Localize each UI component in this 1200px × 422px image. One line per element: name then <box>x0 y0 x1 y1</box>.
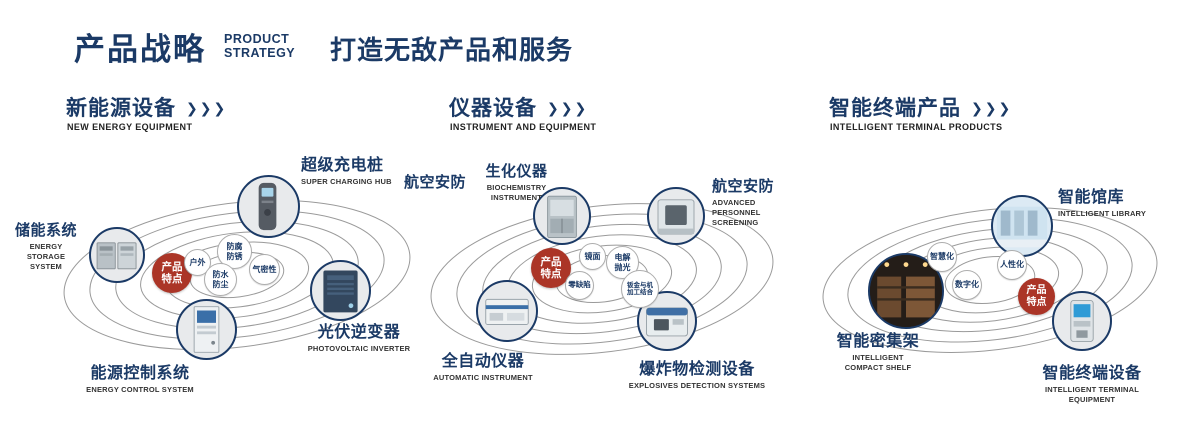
intelligent-library-image <box>996 206 1048 248</box>
feature-bubble-mirror: 镜面 <box>579 243 606 270</box>
features-badge-label: 产品特点 <box>1026 285 1047 308</box>
triple-chevron-icon: ❯❯❯ <box>971 99 1013 116</box>
page-title: 产品战略 <box>74 32 206 67</box>
label-automatic-instrument: 全自动仪器 AUTOMATIC INSTRUMENT <box>433 353 533 382</box>
label-energy-storage: 储能系统 ENERGY STORAGE SYSTEM <box>14 222 77 271</box>
node-intelligent-library <box>991 195 1053 257</box>
triple-chevron-icon: ❯❯❯ <box>186 99 228 116</box>
label-compact-shelf: 智能密集架 INTELLIGENT COMPACT SHELF <box>836 333 920 372</box>
page-title-en-line1: PRODUCT <box>224 32 290 46</box>
node-super-charging-hub <box>237 175 300 238</box>
feature-bubble-zero-defect: 零缺陷 <box>565 271 594 300</box>
features-badge-terminal: 产品特点 <box>1018 278 1055 315</box>
features-badge-instrument: 产品特点 <box>531 248 571 288</box>
personnel-screening-image <box>657 199 695 235</box>
section-title-text: 智能终端产品 <box>829 97 961 120</box>
section-title-text: 新能源设备 <box>66 97 176 120</box>
page-slogan: 打造无敌产品和服务 <box>330 35 574 65</box>
label-pv-inverter: 光伏逆变器 PHOTOVOLTAIC INVERTER <box>307 324 411 353</box>
section-title-text: 仪器设备 <box>449 97 537 120</box>
node-personnel-screening <box>647 187 705 245</box>
section-new-energy-subtitle: NEW ENERGY EQUIPMENT <box>67 122 193 132</box>
explosives-detection-image <box>646 307 688 337</box>
feature-bubble-humanized: 人性化 <box>997 250 1027 280</box>
node-automatic-instrument <box>476 280 538 342</box>
features-badge-label: 产品特点 <box>540 255 562 280</box>
biochemistry-image <box>547 195 577 239</box>
pv-inverter-image <box>323 270 358 313</box>
node-terminal-equipment <box>1052 291 1112 351</box>
label-biochemistry: 生化仪器 BIOCHEMISTRY INSTRUMENT <box>485 163 548 202</box>
section-terminal-subtitle: INTELLIGENT TERMINAL PRODUCTS <box>830 122 1003 132</box>
node-energy-storage <box>89 227 145 283</box>
feature-bubble-digital: 数字化 <box>952 270 982 300</box>
node-pv-inverter <box>310 260 371 321</box>
node-biochemistry <box>533 187 591 245</box>
label-intelligent-library: 智能馆库 INTELLIGENT LIBRARY <box>1058 189 1147 218</box>
section-instrument-subtitle: INSTRUMENT AND EQUIPMENT <box>450 122 597 132</box>
terminal-equipment-image <box>1070 300 1094 342</box>
label-super-charging-hub: 超级充电桩 SUPER CHARGING HUB <box>301 157 392 186</box>
page-title-en: PRODUCT STRATEGY <box>224 32 296 60</box>
label-personnel-screening: 航空安防 ADVANCED PERSONNEL SCREENING <box>712 178 775 227</box>
feature-bubble-waterproof: 防水防尘 <box>204 263 237 296</box>
features-badge-new-energy: 产品特点 <box>152 253 192 293</box>
node-energy-control <box>176 299 237 360</box>
label-energy-control: 能源控制系统 ENERGY CONTROL SYSTEM <box>86 365 194 394</box>
page-title-en-line2: STRATEGY <box>224 45 296 60</box>
features-badge-label: 产品特点 <box>161 260 183 285</box>
section-new-energy-title: 新能源设备 ❯❯❯ <box>66 92 227 122</box>
node-explosives-detection <box>637 291 697 351</box>
feature-bubble-airtightness: 气密性 <box>249 254 280 285</box>
label-aviation-security-left: 航空安防 <box>404 174 467 191</box>
feature-bubble-sheetmetal: 钣金与机加工结合 <box>621 270 659 308</box>
automatic-instrument-image <box>485 298 529 326</box>
super-charging-hub-image <box>258 182 277 231</box>
section-instrument-title: 仪器设备 ❯❯❯ <box>449 92 588 122</box>
label-terminal-equipment: 智能终端设备 INTELLIGENT TERMINAL EQUIPMENT <box>1042 365 1142 404</box>
feature-bubble-smart: 智慧化 <box>927 242 957 272</box>
energy-storage-image <box>96 242 137 270</box>
triple-chevron-icon: ❯❯❯ <box>547 99 589 116</box>
label-explosives-detection: 爆炸物检测设备 EXPLOSIVES DETECTION SYSTEMS <box>628 361 766 390</box>
section-terminal-title: 智能终端产品 ❯❯❯ <box>829 92 1012 122</box>
energy-control-image <box>193 306 220 353</box>
